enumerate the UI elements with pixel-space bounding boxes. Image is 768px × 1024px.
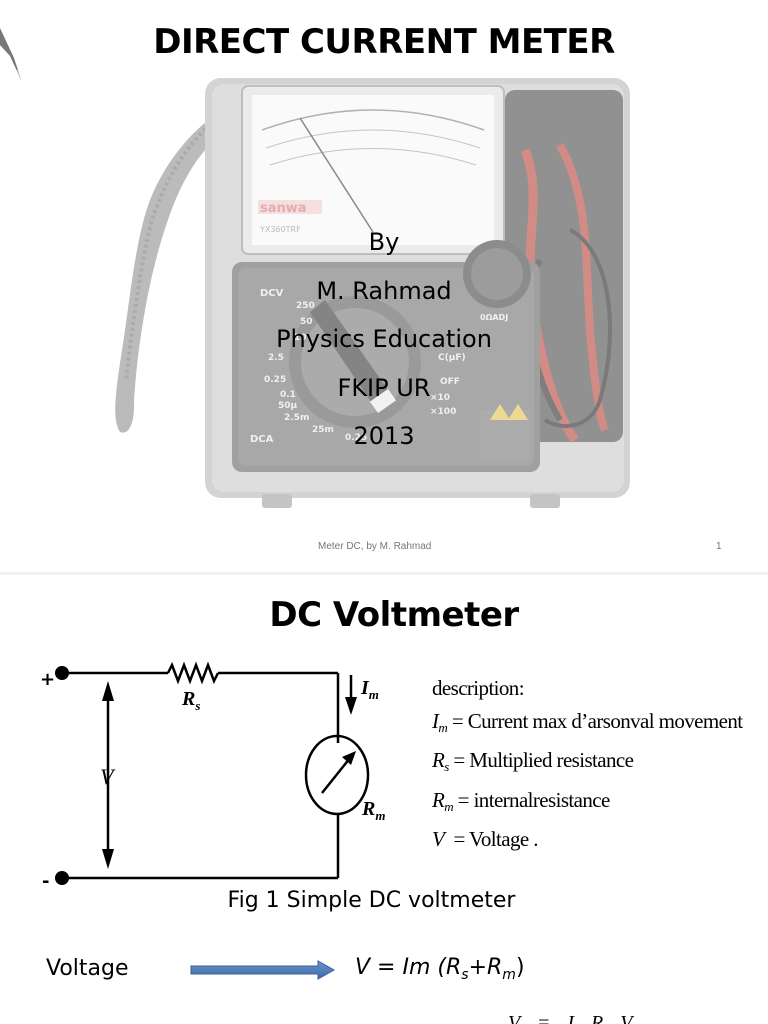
rm-label: Rm [361, 798, 385, 823]
dial-label-2-5m: 2.5m [284, 413, 309, 423]
slide-1: sanwa YX360TRF DCV 250 50 10 2.5 0.25 0.… [0, 22, 722, 552]
dial-label-2-5: 2.5 [268, 353, 284, 363]
byline-by: By [368, 228, 400, 256]
v-label: V [100, 764, 116, 789]
voltage-label: Voltage [46, 956, 129, 981]
dial-label-dcv: DCV [260, 288, 284, 299]
dial-label-0-25: 0.25 [264, 375, 286, 385]
dial-label-zero-adj: 0ΩADJ [480, 313, 508, 322]
dial-label-off: OFF [440, 377, 460, 387]
dial-label-cap: C(μF) [438, 353, 466, 363]
dial-label-50: 50 [300, 317, 313, 327]
dial-label-0-25a: 0.25 [345, 433, 367, 443]
byline-author: M. Rahmad [316, 276, 452, 305]
description-item-v: V = Voltage . [432, 827, 539, 851]
slide-separator [0, 572, 768, 575]
dial-label-dca: DCA [250, 434, 274, 445]
byline-faculty: FKIP UR [337, 373, 431, 402]
byline-department: Physics Education [276, 325, 492, 353]
description-item-rm: Rm = internalresistance [432, 787, 610, 814]
dial-label-10: 10 [294, 333, 307, 343]
dial-label-x100: ×100 [430, 407, 456, 417]
description-heading: description: [432, 676, 525, 700]
resistor-rs [166, 661, 220, 685]
slide-1-title: DIRECT CURRENT METER [153, 22, 615, 62]
plus-terminal [55, 666, 69, 680]
im-label: Im [360, 677, 379, 702]
dial-label-0-1: 0.1 [280, 390, 296, 400]
description-item-rs: Rs = Multiplied resistance [432, 748, 634, 774]
description-block: description: Im = Current max d’arsonval… [432, 672, 743, 856]
cutoff-formula-text: V = I R V [508, 1012, 639, 1024]
byline-year: 2013 [353, 422, 415, 450]
voltmeter-circuit-diagram: + - Rs Im Rm V [40, 661, 385, 892]
dial-label-x10: ×10 [430, 393, 450, 403]
minus-label: - [42, 871, 49, 892]
slide-page-number: 1 [716, 541, 722, 552]
plus-label: + [40, 669, 55, 690]
dial-label-25m: 25m [312, 425, 334, 435]
multimeter-image: sanwa YX360TRF DCV 250 50 10 2.5 0.25 0.… [0, 28, 630, 508]
dial-label-250: 250 [296, 301, 315, 311]
model-label: YX360TRF [259, 225, 301, 234]
slide-2: DC Voltmeter + - Rs Im Rm V [0, 575, 768, 1024]
right-arrow-icon [190, 960, 336, 980]
voltage-formula: V = Im (Rs+Rm) [355, 955, 525, 983]
dial-label-50u: 50μ [278, 401, 298, 411]
slide-2-title: DC Voltmeter [269, 595, 519, 635]
brand-label: sanwa [260, 201, 307, 216]
rs-label: Rs [181, 688, 200, 713]
figure-caption: Fig 1 Simple DC voltmeter [227, 888, 516, 913]
slide-footer-text: Meter DC, by M. Rahmad [318, 541, 432, 552]
description-item-im: Im = Current max d’arsonval movement [432, 708, 743, 735]
byline: By M. Rahmad Physics Education FKIP UR 2… [214, 218, 554, 461]
minus-terminal [55, 871, 69, 885]
